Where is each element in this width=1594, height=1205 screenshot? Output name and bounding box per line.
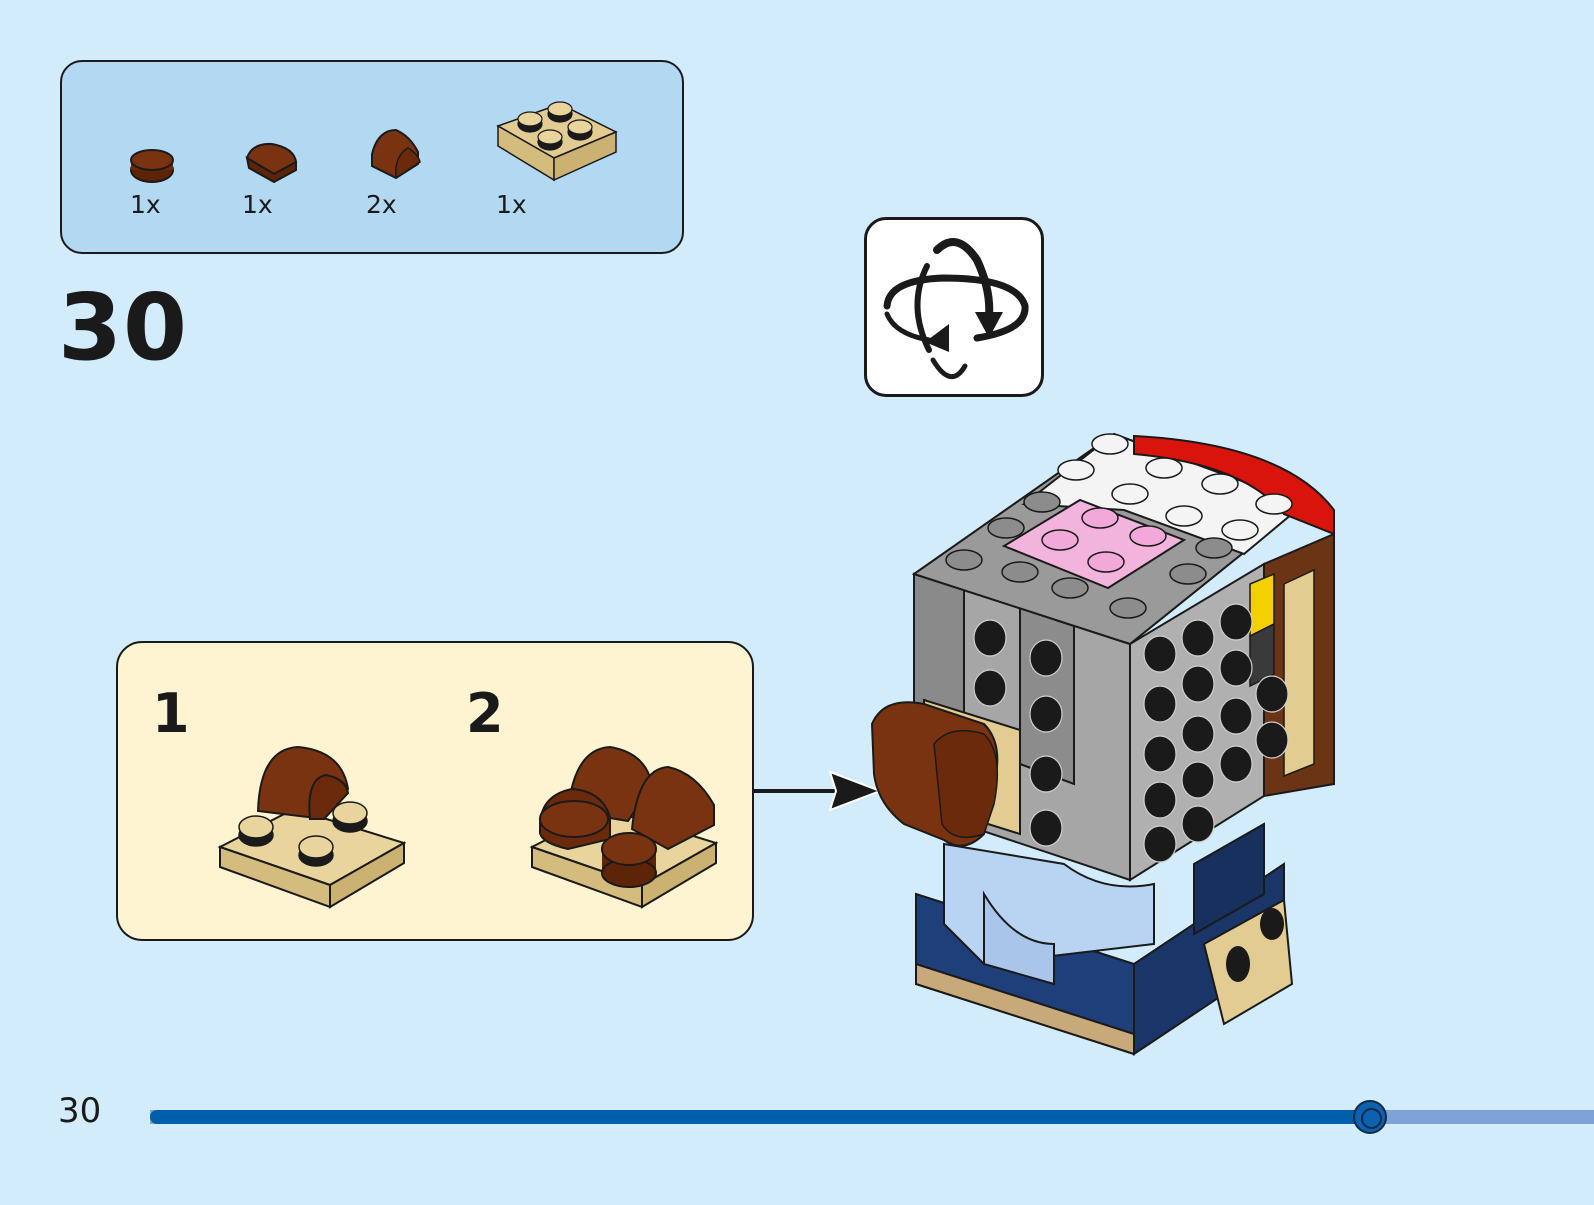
part-quantity: 1x — [242, 190, 273, 219]
parts-list-box: 1x 1x 2x 1x — [60, 60, 684, 254]
rotate-model-icon — [883, 238, 1029, 379]
sub-step-number: 2 — [466, 682, 504, 745]
part-quantity: 1x — [130, 190, 161, 219]
sub-step-2-illustration — [529, 745, 719, 909]
step-number: 30 — [58, 274, 189, 381]
sub-step-1-illustration — [217, 745, 407, 909]
part-quantity: 2x — [366, 190, 397, 219]
brickheadz-model-illustration — [870, 432, 1335, 1056]
sub-step-number: 1 — [152, 682, 190, 745]
page-number: 30 — [58, 1091, 102, 1131]
part-round-plate-brown-icon — [130, 149, 174, 183]
progress-handle[interactable] — [1353, 1100, 1388, 1134]
part-curved-slope-brown-icon — [371, 128, 421, 180]
part-plate-2x2-tan-icon — [496, 101, 618, 182]
part-quantity: 1x — [496, 190, 527, 219]
arrow-right-icon — [754, 770, 883, 812]
sub-assembly-box: 1 2 — [116, 641, 754, 941]
rotate-model-indicator — [864, 217, 1044, 397]
part-quarter-tile-brown-icon — [245, 142, 298, 184]
progress-fill — [150, 1110, 1371, 1124]
